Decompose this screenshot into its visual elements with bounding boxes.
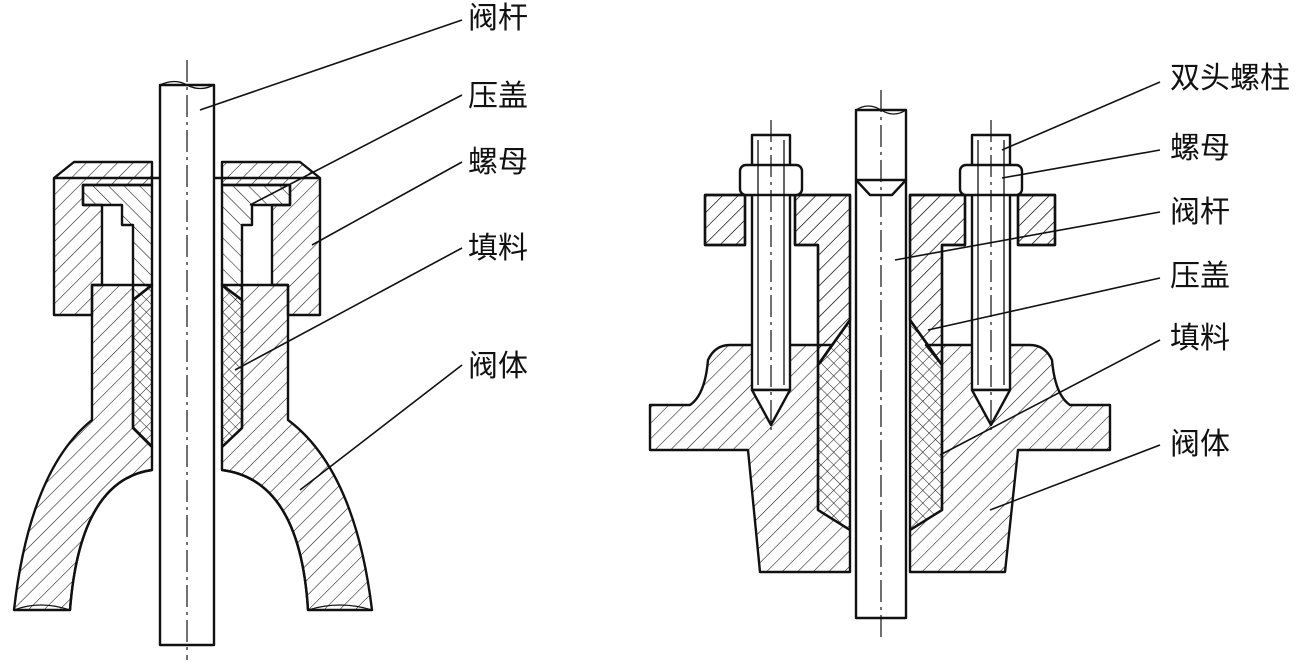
label-right-nut: 螺母 <box>1170 131 1230 166</box>
label-left-gland: 压盖 <box>468 79 528 114</box>
label-right-stem: 阀杆 <box>1170 195 1230 230</box>
label-right-gland: 压盖 <box>1170 259 1230 294</box>
left-cap-nut-left <box>52 160 154 317</box>
right-stud-right <box>958 120 1024 435</box>
label-right-stud: 双头螺柱 <box>1170 61 1290 96</box>
label-left-packing: 填料 <box>468 231 528 266</box>
label-right-body: 阀体 <box>1170 427 1230 462</box>
left-packing-right <box>220 283 244 449</box>
left-valve-assembly <box>12 60 374 660</box>
left-labels: 阀杆 压盖 螺母 填料 阀体 <box>199 1 528 491</box>
left-packing-left <box>131 283 154 449</box>
label-left-body: 阀体 <box>468 349 528 384</box>
left-valve-body-left <box>12 283 154 612</box>
label-left-nut: 螺母 <box>468 145 528 180</box>
left-valve-body-right <box>220 283 374 612</box>
label-left-stem: 阀杆 <box>468 1 528 36</box>
left-cap-nut-right <box>220 160 322 317</box>
right-stud-left <box>738 120 804 435</box>
label-right-packing: 填料 <box>1170 321 1230 356</box>
right-labels: 双头螺柱 螺母 阀杆 压盖 填料 阀体 <box>894 61 1290 511</box>
right-valve-assembly <box>648 90 1112 640</box>
